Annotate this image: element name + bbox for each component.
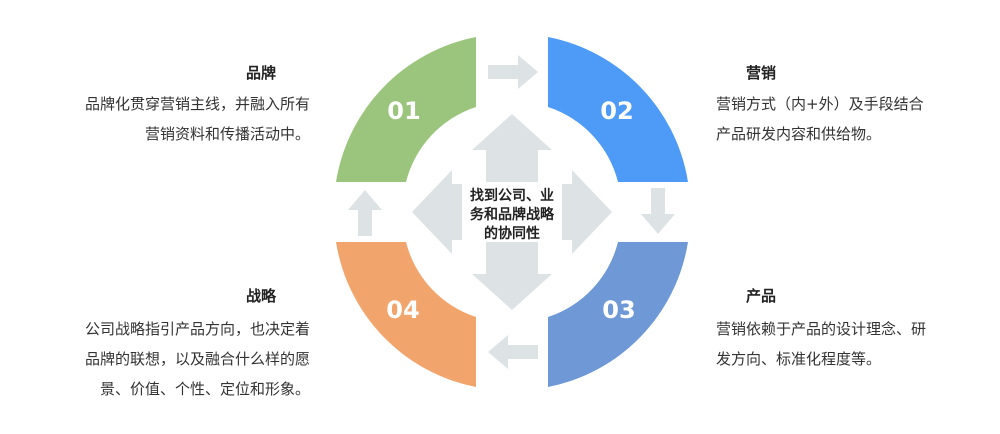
brand-desc-line-2: 营销资料和传播活动中。	[144, 125, 310, 143]
strategy-desc-line-3: 景、价值、个性、定位和形象。	[99, 380, 310, 398]
product-desc-line-2: 发方向、标准化程度等。	[716, 350, 882, 368]
quadrant-01-number: 01	[387, 97, 420, 125]
brand-desc-line-1: 品牌化贯穿营销主线，并融入所有	[84, 95, 310, 113]
flow-arrow-icon	[641, 188, 675, 234]
brand-title: 品牌	[245, 64, 276, 82]
strategy-block: 战略 公司战略指引产品方向，也决定着 品牌的联想，以及融合什么样的愿 景、价值、…	[48, 285, 310, 404]
flow-arrow-icon	[488, 55, 538, 89]
product-title: 产品	[746, 287, 777, 305]
center-text-panel	[462, 182, 562, 242]
quadrant-04-number: 04	[386, 296, 419, 324]
strategy-title: 战略	[245, 287, 276, 305]
product-desc-line-1: 营销依赖于产品的设计理念、研	[716, 320, 927, 338]
marketing-desc-line-1: 营销方式（内+外）及手段结合	[716, 95, 924, 113]
marketing-block: 营销 营销方式（内+外）及手段结合 产品研发内容和供给物。	[716, 62, 986, 149]
quadrant-02-segment	[548, 37, 688, 182]
product-block: 产品 营销依赖于产品的设计理念、研 发方向、标准化程度等。	[716, 285, 986, 374]
strategy-desc-line-1: 公司战略指引产品方向，也决定着	[84, 320, 310, 338]
strategy-desc-line-2: 品牌的联想，以及融合什么样的愿	[84, 350, 310, 368]
quadrant-04-segment	[336, 242, 476, 387]
marketing-desc-line-2: 产品研发内容和供给物。	[716, 125, 882, 143]
flow-arrow-icon	[348, 190, 382, 236]
marketing-title: 营销	[746, 64, 777, 82]
quadrant-03-segment	[548, 242, 688, 387]
quadrant-01-segment	[336, 37, 476, 182]
flow-arrow-icon	[488, 335, 538, 369]
center-text-line-3: 的协同性	[484, 225, 540, 242]
quadrant-03-number: 03	[602, 296, 635, 324]
center-text-line-1: 找到公司、业	[470, 187, 554, 204]
brand-block: 品牌 品牌化贯穿营销主线，并融入所有 营销资料和传播活动中。	[48, 62, 310, 149]
quadrant-02-number: 02	[600, 97, 633, 125]
center-text-line-2: 务和品牌战略	[470, 206, 555, 223]
